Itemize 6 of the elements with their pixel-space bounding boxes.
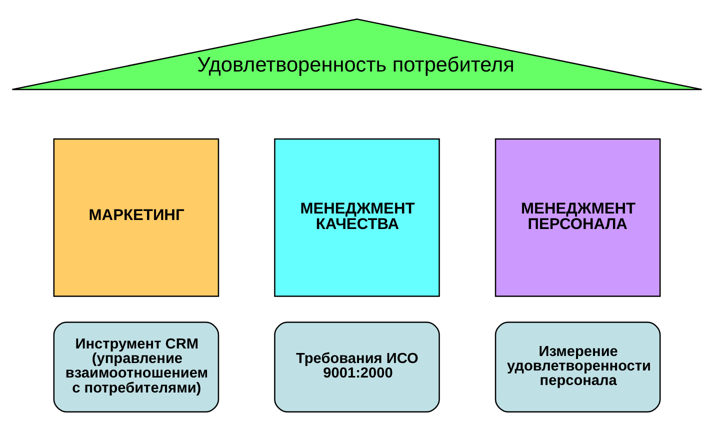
node-box: МЕНЕДЖМЕНТ КАЧЕСТВА bbox=[274, 138, 440, 296]
node-box: Требования ИСО 9001:2000 bbox=[274, 321, 440, 412]
node-box: МЕНЕДЖМЕНТ ПЕРСОНАЛА bbox=[494, 138, 661, 296]
node-box: Измерение удовлетворенности персонала bbox=[494, 321, 661, 412]
node-box: МАРКЕТИНГ bbox=[53, 138, 220, 296]
node-box: Инструмент CRM (управление взаимоотношением с потребителями) bbox=[53, 321, 220, 412]
